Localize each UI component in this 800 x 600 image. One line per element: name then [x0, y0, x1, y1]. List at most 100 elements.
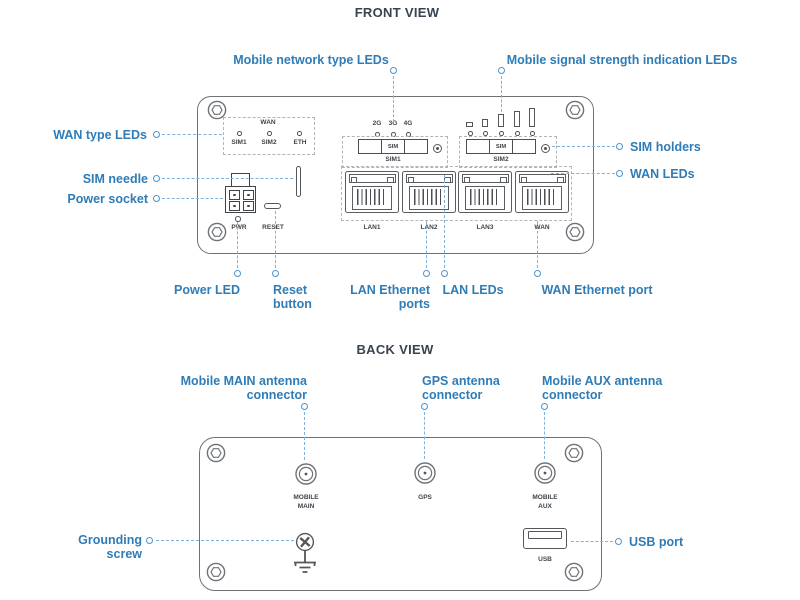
- port-led-bar: [461, 174, 509, 183]
- callout-lan-ethernet-ports-line2: ports: [398, 297, 430, 311]
- corner-screw-icon: [207, 100, 227, 120]
- reset-button[interactable]: [264, 203, 281, 209]
- leader-dot: [421, 403, 428, 410]
- back-panel: [199, 437, 602, 591]
- callout-wan-type-leds: WAN type LEDs: [53, 128, 147, 142]
- gps-antenna-connector-icon: [414, 462, 436, 484]
- port-led-left: [520, 176, 527, 183]
- sim2-label: SIM2: [493, 156, 509, 163]
- sim-tray-text: SIM: [488, 140, 514, 153]
- port-led-right: [557, 176, 564, 183]
- leader-dot: [498, 67, 505, 74]
- port-pins: [527, 188, 557, 205]
- callout-gps-antenna-line2: connector: [422, 388, 483, 402]
- front-view-title: FRONT VIEW: [354, 5, 440, 20]
- power-led-dot: [235, 216, 241, 222]
- leader-line: [551, 173, 615, 174]
- port-pins: [470, 188, 500, 205]
- callout-reset-button-line2: button: [273, 297, 312, 311]
- network-led-label-2g: 2G: [372, 120, 382, 127]
- sim-tray-section: [359, 140, 381, 153]
- leader-dot: [153, 195, 160, 202]
- leader-line: [444, 175, 445, 268]
- port-led-left: [463, 176, 470, 183]
- leader-line: [162, 178, 293, 179]
- network-led-label-4g: 4G: [403, 120, 413, 127]
- port-led-right: [387, 176, 394, 183]
- sim2-screw-icon: [541, 144, 550, 153]
- callout-mobile-aux-antenna-line1: Mobile AUX antenna: [542, 374, 663, 388]
- port-body: [409, 185, 449, 210]
- port-body: [352, 185, 392, 210]
- port-led-bar: [405, 174, 453, 183]
- leader-dot: [272, 270, 279, 277]
- port-label-lan3: LAN3: [476, 224, 494, 231]
- mobile-main-label-line2: MAIN: [297, 503, 315, 510]
- mobile-main-antenna-connector-icon: [295, 463, 317, 485]
- leader-dot: [541, 403, 548, 410]
- back-view-title: BACK VIEW: [356, 342, 434, 357]
- wan-led-group-box: [223, 117, 315, 155]
- corner-screw-icon: [564, 443, 584, 463]
- gps-label: GPS: [418, 494, 432, 501]
- signal-bar-2: [482, 119, 488, 127]
- led-dot-signal-4: [515, 131, 520, 136]
- mobile-main-label-line1: MOBILE: [293, 494, 319, 501]
- sim-tray-section: [405, 140, 427, 153]
- wan-group-title: WAN: [260, 119, 276, 126]
- rj45-port-wan: [515, 171, 569, 213]
- port-led-bar: [518, 174, 566, 183]
- sim-tray-section: [467, 140, 489, 153]
- callout-sim-needle: SIM needle: [82, 172, 148, 186]
- leader-line: [237, 222, 238, 268]
- leader-line: [552, 146, 615, 147]
- usb-label: USB: [538, 556, 552, 563]
- port-led-right: [500, 176, 507, 183]
- leader-line: [393, 76, 394, 122]
- sim-holder-2: SIM: [466, 139, 536, 154]
- sim1-screw-icon: [433, 144, 442, 153]
- wan-led-label-eth: ETH: [293, 139, 307, 146]
- sim-tray-text: SIM: [380, 140, 406, 153]
- callout-mobile-aux-antenna-line2: connector: [542, 388, 603, 402]
- callout-gps-antenna-line1: GPS antenna: [422, 374, 500, 388]
- leader-dot: [153, 131, 160, 138]
- sim2-group-box: [459, 136, 557, 168]
- sim-holder-1: SIM: [358, 139, 428, 154]
- corner-screw-icon: [207, 222, 227, 242]
- callout-wan-ethernet-port: WAN Ethernet port: [541, 283, 653, 297]
- usb-port-tongue: [528, 531, 562, 539]
- leader-line: [162, 198, 223, 199]
- mobile-aux-label-line1: MOBILE: [532, 494, 558, 501]
- callout-wan-leds: WAN LEDs: [630, 167, 695, 181]
- callout-power-socket: Power socket: [67, 192, 148, 206]
- callout-mobile-network-type-leds: Mobile network type LEDs: [233, 53, 389, 67]
- sim-needle: [296, 166, 301, 197]
- leader-line: [156, 540, 294, 541]
- corner-screw-icon: [565, 222, 585, 242]
- leader-dot: [301, 403, 308, 410]
- power-socket-pin: [243, 201, 254, 211]
- callout-sim-holders: SIM holders: [630, 140, 701, 154]
- led-dot-sim1: [237, 131, 242, 136]
- mobile-aux-antenna-connector-icon: [534, 462, 556, 484]
- ground-symbol-icon: [294, 550, 316, 573]
- reset-label: RESET: [262, 224, 284, 231]
- ethernet-group-box: [341, 166, 572, 221]
- led-dot-signal-5: [530, 131, 535, 136]
- wan-led-label-sim1: SIM1: [231, 139, 247, 146]
- mobile-aux-label-line2: AUX: [538, 503, 552, 510]
- power-socket-pin: [243, 190, 254, 200]
- leader-dot: [534, 270, 541, 277]
- port-led-left: [350, 176, 357, 183]
- led-dot-signal-1: [468, 131, 473, 136]
- leader-dot: [153, 175, 160, 182]
- leader-line: [304, 412, 305, 460]
- leader-dot: [616, 143, 623, 150]
- leader-dot: [234, 270, 241, 277]
- led-dot-signal-3: [499, 131, 504, 136]
- leader-line: [544, 412, 545, 459]
- callout-mobile-signal-strength-leds: Mobile signal strength indication LEDs: [506, 53, 738, 67]
- corner-screw-icon: [565, 100, 585, 120]
